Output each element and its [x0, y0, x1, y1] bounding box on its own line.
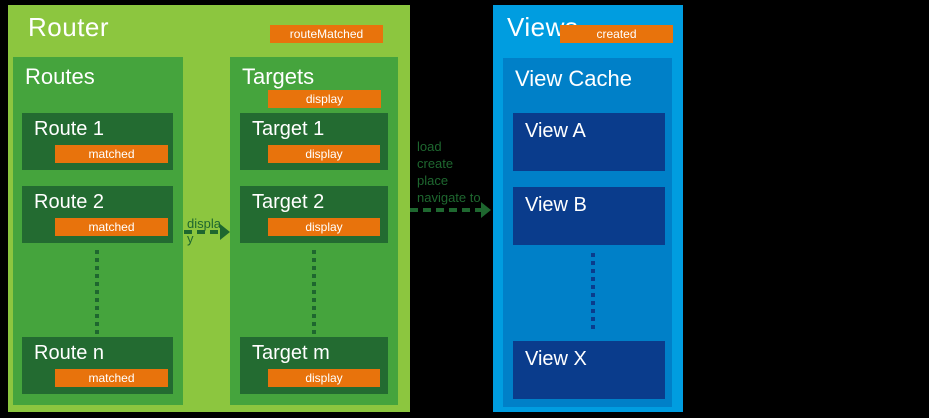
target-1-label: Target 1	[252, 118, 325, 140]
view-cache-title: View Cache	[515, 66, 632, 91]
target-2-node: Target 2 display	[240, 186, 388, 243]
created-event-badge: created	[560, 25, 673, 43]
view-b-node: View B	[513, 187, 665, 245]
targets-display-badge: display	[268, 90, 381, 108]
navigate-arrow-head-icon	[481, 202, 491, 218]
target-1-node: Target 1 display	[240, 113, 388, 170]
route-1-matched-badge: matched	[55, 145, 168, 163]
views-panel: Views created View Cache View A View B V…	[493, 5, 683, 412]
route-n-node: Route n matched	[22, 337, 173, 394]
display-arrow-line	[184, 230, 221, 234]
target-2-label: Target 2	[252, 191, 325, 213]
display-arrow-head-icon	[220, 224, 230, 240]
routes-title: Routes	[25, 64, 95, 89]
targets-container: Targets display Target 1 display Target …	[230, 57, 398, 405]
route-2-matched-badge: matched	[55, 218, 168, 236]
view-b-label: View B	[525, 194, 587, 216]
target-2-display-badge: display	[268, 218, 380, 236]
route-1-node: Route 1 matched	[22, 113, 173, 170]
routes-ellipsis-dots	[95, 250, 99, 334]
targets-ellipsis-dots	[312, 250, 316, 334]
target-1-display-badge: display	[268, 145, 380, 163]
view-a-label: View A	[525, 120, 586, 142]
display-arrow-label: display	[187, 216, 221, 246]
view-a-node: View A	[513, 113, 665, 171]
target-m-node: Target m display	[240, 337, 388, 394]
route-2-label: Route 2	[34, 191, 105, 213]
route-n-label: Route n	[34, 342, 105, 364]
view-x-node: View X	[513, 341, 665, 399]
route-n-matched-badge: matched	[55, 369, 168, 387]
view-cache-container: View Cache View A View B View X	[503, 58, 672, 407]
views-ellipsis-dots	[591, 253, 595, 331]
navigate-arrow-label: load create place navigate to	[417, 139, 481, 205]
route-2-node: Route 2 matched	[22, 186, 173, 243]
router-panel: Router routeMatched Routes Route 1 match…	[8, 5, 410, 412]
target-m-label: Target m	[252, 342, 330, 364]
route-1-label: Route 1	[34, 118, 105, 140]
view-x-label: View X	[525, 348, 587, 370]
route-matched-event-badge: routeMatched	[270, 25, 383, 43]
routes-container: Routes Route 1 matched Route 2 matched R…	[13, 57, 183, 405]
navigate-arrow-line	[410, 208, 481, 212]
router-title: Router	[28, 12, 110, 42]
target-m-display-badge: display	[268, 369, 380, 387]
targets-title: Targets	[242, 64, 315, 89]
